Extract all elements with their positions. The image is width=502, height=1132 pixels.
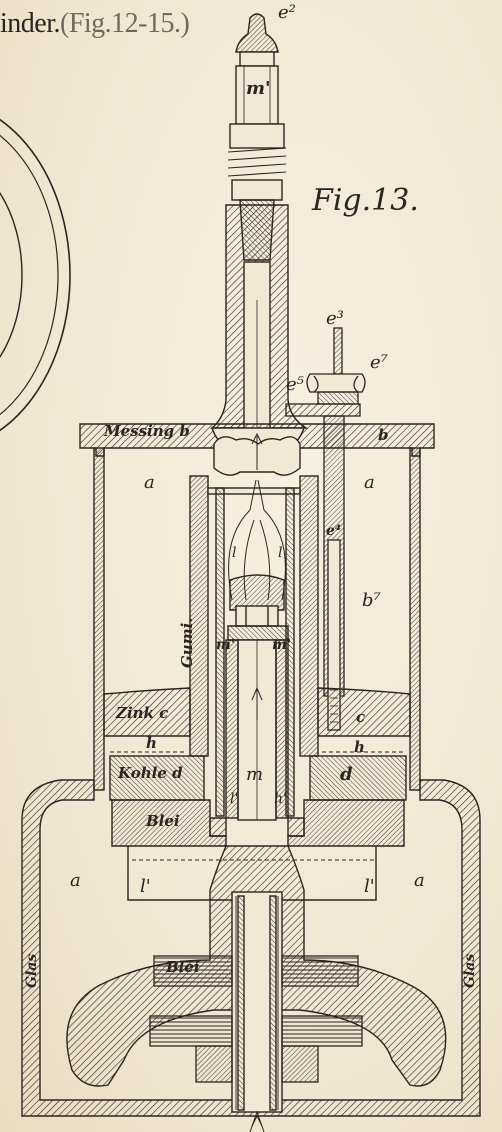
adjacent-figure-ring [0,118,71,432]
label-kohle: Kohle d [118,764,183,782]
label-e4: e⁴ [326,523,342,539]
label-l1-right: l' [364,876,375,897]
label-m-center: m [246,764,264,785]
label-h-small: h' [274,791,287,807]
side-terminal [285,327,366,731]
label-d-right: d [340,764,353,785]
label-a-left-bottom: a [70,870,81,891]
label-messing: Messing b [104,422,190,440]
label-h-right: h [354,738,365,756]
label-l1-left: l' [140,876,151,897]
label-blei-top: Blei [146,812,180,830]
porous-cylinder [189,475,319,837]
lower-lead-nut [149,955,363,1083]
label-m1: m' [246,78,271,99]
label-b: b [378,426,389,444]
label-glas-left: Glas [24,953,40,988]
label-l-right: l [278,545,283,561]
page-header: inder.(Fig.12-15.) [0,8,190,40]
label-b7: b⁷ [362,590,381,611]
lower-central-support [66,845,447,1113]
label-zink: Zink c [116,704,169,722]
figure-title: Fig.13. [312,183,419,218]
outer-glass-jar [21,779,481,1117]
label-gumi: Gumi. [178,617,196,668]
label-m-left: m' [216,637,236,653]
upper-jar-walls [93,447,421,791]
label-a-left-top: a [144,472,155,493]
label-e7: e⁷ [370,352,388,373]
label-h-left: h [146,734,157,752]
label-blei-bottom: Blei [166,958,200,976]
label-e5: e⁵ [286,374,304,395]
label-e3: e³ [326,308,344,329]
label-a-right-bottom: a [414,870,425,891]
label-m-right: m' [272,637,292,653]
label-glas-right: Glas [462,953,478,988]
inflow-arrow [249,1110,265,1132]
header-text: inder. [0,8,61,39]
header-figure-ref: (Fig.12-15.) [60,8,190,39]
label-e2: e² [278,2,296,23]
carbon-ring [109,755,407,801]
label-c-right: c [356,708,366,726]
label-a-right-top: a [364,472,375,493]
upper-tube-housing [210,204,309,433]
label-l-small: l' [230,791,239,807]
label-l-left: l [232,545,237,561]
zinc-ring [103,687,411,737]
